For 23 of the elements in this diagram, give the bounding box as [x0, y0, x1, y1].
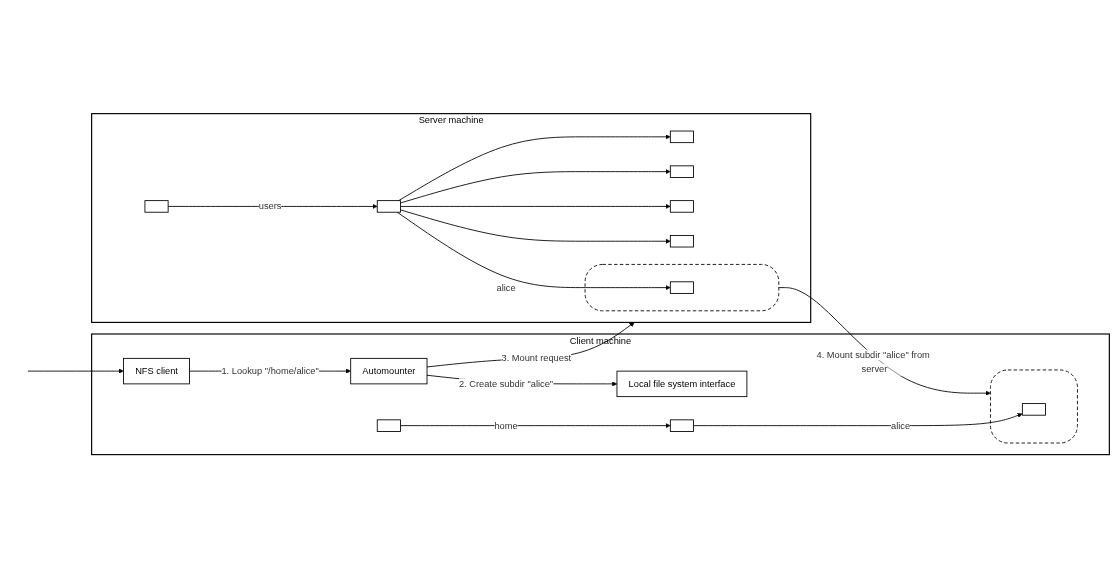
node-box [669, 234, 694, 248]
edge-label: 3. Mount request [501, 353, 572, 363]
node-box: Local file system interface [616, 370, 748, 397]
edge-label: 1. Lookup "/home/alice" [221, 365, 319, 376]
node-box [669, 165, 694, 178]
node-box [669, 130, 694, 143]
edge-label: alice [496, 282, 516, 293]
edge-label: home [494, 420, 518, 431]
node-box: NFS client [123, 357, 190, 385]
node-box: Automounter [350, 357, 428, 385]
cluster [990, 369, 1078, 444]
node-box [376, 200, 401, 213]
node-box [669, 200, 694, 213]
node-box [376, 419, 401, 432]
node-box [144, 200, 169, 213]
edge-label: users [258, 201, 282, 211]
cluster [584, 263, 780, 312]
node-box [1021, 403, 1046, 416]
node-box [669, 281, 694, 294]
node-box [669, 419, 694, 432]
edge-label: 4. Mount subdir "alice" from server [816, 350, 930, 374]
edge-label: alice [891, 420, 911, 431]
edge-label: 2. Create subdir "alice" [458, 378, 554, 389]
